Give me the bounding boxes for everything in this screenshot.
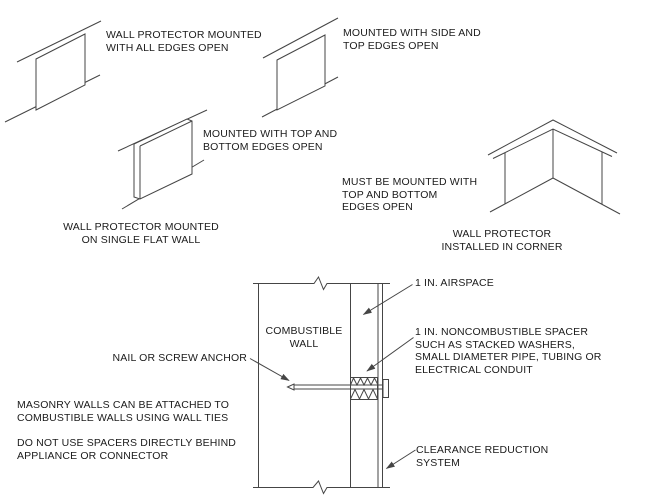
wall-top-edge-line [262,17,339,59]
label-nail-or-screw-anchor: NAIL OR SCREW ANCHOR [112,352,247,364]
clearance-leader-arrow [385,449,416,469]
label-airspace: 1 IN. AIRSPACE [415,277,494,289]
panel-front-top-edge [139,120,193,147]
spacer-leader-arrow [366,337,414,372]
wall-top-edge-line [16,20,102,63]
caption-top-bottom-open: MOUNTED WITH TOP AND BOTTOM EDGES OPEN [203,128,338,153]
note-corner-mounting: MUST BE MOUNTED WITH TOP AND BOTTOM EDGE… [342,176,478,213]
drawing-side-top-open [261,17,339,118]
note-masonry-walls: MASONRY WALLS CAN BE ATTACHED TO COMBUST… [17,399,230,424]
drawing-cross-section [249,275,416,495]
caption-side-top-open: MOUNTED WITH SIDE AND TOP EDGES OPEN [343,27,481,52]
corner-wall-top-outer-edge [487,119,618,156]
wall-protector-panel-silhouette [133,118,193,200]
label-combustible-wall: COMBUSTIBLE WALL [265,325,343,350]
nail-point [286,383,295,391]
corner-wall-bottom-edge [489,177,621,215]
bottom-break-line [253,480,390,495]
top-break-line [253,275,390,291]
airspace-leader-arrow [362,284,413,315]
caption-single-flat-wall: WALL PROTECTOR MOUNTED ON SINGLE FLAT WA… [63,221,219,246]
label-clearance-reduction-system: CLEARANCE REDUCTION SYSTEM [416,444,549,469]
drawing-all-edges-open [4,20,102,123]
wall-protector-panel [276,34,326,111]
drawing-corner [487,119,621,215]
label-noncombustible-spacer: 1 IN. NONCOMBUSTIBLE SPACER SUCH AS STAC… [415,326,602,376]
wall-protector-panel [35,33,86,111]
caption-all-edges-open: WALL PROTECTOR MOUNTED WITH ALL EDGES OP… [106,29,262,54]
note-no-spacers-behind-appliance: DO NOT USE SPACERS DIRECTLY BEHIND APPLI… [17,437,237,462]
nail-head [382,379,389,398]
caption-corner-install: WALL PROTECTOR INSTALLED IN CORNER [441,228,563,253]
nail-leader-arrow [249,358,290,381]
drawing-top-bottom-open [117,109,208,210]
